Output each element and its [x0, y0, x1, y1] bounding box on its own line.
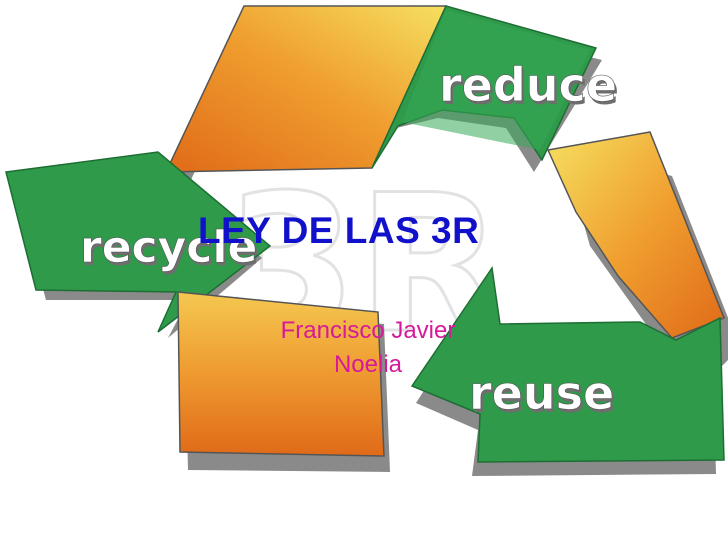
recycle-arrow	[5, 151, 390, 472]
slide-title: LEY DE LAS 3R	[198, 210, 480, 251]
svg-text:reuse: reuse	[469, 366, 614, 420]
svg-text:recycle: recycle	[80, 222, 257, 273]
recycle-logo-word: recycle	[82, 225, 259, 276]
author-name: Francisco Javier	[280, 317, 456, 344]
reduce-logo-word: reduce	[441, 61, 619, 115]
reuse-logo-word: reuse	[471, 369, 616, 423]
reuse-arrow	[410, 131, 728, 476]
slide-subtitle: Francisco Javier Noelia	[238, 314, 498, 382]
author-name: Noelia	[333, 351, 403, 378]
reduce-arrow	[164, 5, 602, 182]
svg-text:reduce: reduce	[439, 58, 617, 112]
